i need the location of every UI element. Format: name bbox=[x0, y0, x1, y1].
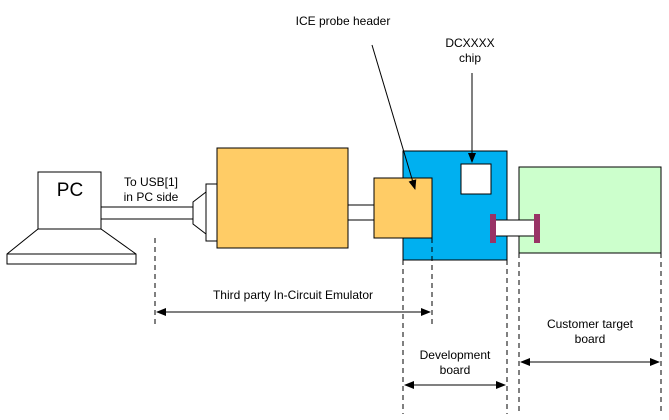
pc-screen bbox=[37, 171, 102, 230]
chip-label-line2: chip bbox=[459, 51, 481, 65]
board-connector bbox=[490, 214, 540, 243]
chip-label-line1: DCXXXX bbox=[445, 36, 494, 50]
connector-left-plug bbox=[490, 214, 496, 243]
dcxxxx-chip bbox=[460, 163, 492, 195]
emulator-usb-connector bbox=[192, 183, 218, 242]
emulator-label: Third party In-Circuit Emulator bbox=[213, 288, 373, 302]
customer-target-board bbox=[518, 166, 662, 254]
usb-label-line2: in PC side bbox=[124, 190, 179, 204]
ice-probe-header-label: ICE probe header bbox=[296, 14, 391, 28]
emulator-box bbox=[216, 147, 349, 249]
pc-laptop: PC bbox=[6, 171, 137, 265]
pc-label: PC bbox=[57, 180, 83, 201]
usb-cable bbox=[101, 206, 193, 220]
ice-probe-header bbox=[373, 177, 433, 239]
devboard-label-line2: board bbox=[440, 363, 471, 377]
customer-label-line2: board bbox=[575, 332, 606, 346]
dashed-guides bbox=[154, 238, 662, 414]
ice-probe-header-pointer bbox=[371, 44, 417, 190]
pc-keyboard-base bbox=[6, 228, 137, 265]
customer-label-line1: Customer target bbox=[547, 317, 634, 331]
devboard-label-line1: Development bbox=[420, 348, 491, 362]
usb-label-line1: To USB[1] bbox=[124, 175, 178, 189]
probe-cable bbox=[348, 204, 374, 221]
connector-right-plug bbox=[534, 214, 540, 243]
